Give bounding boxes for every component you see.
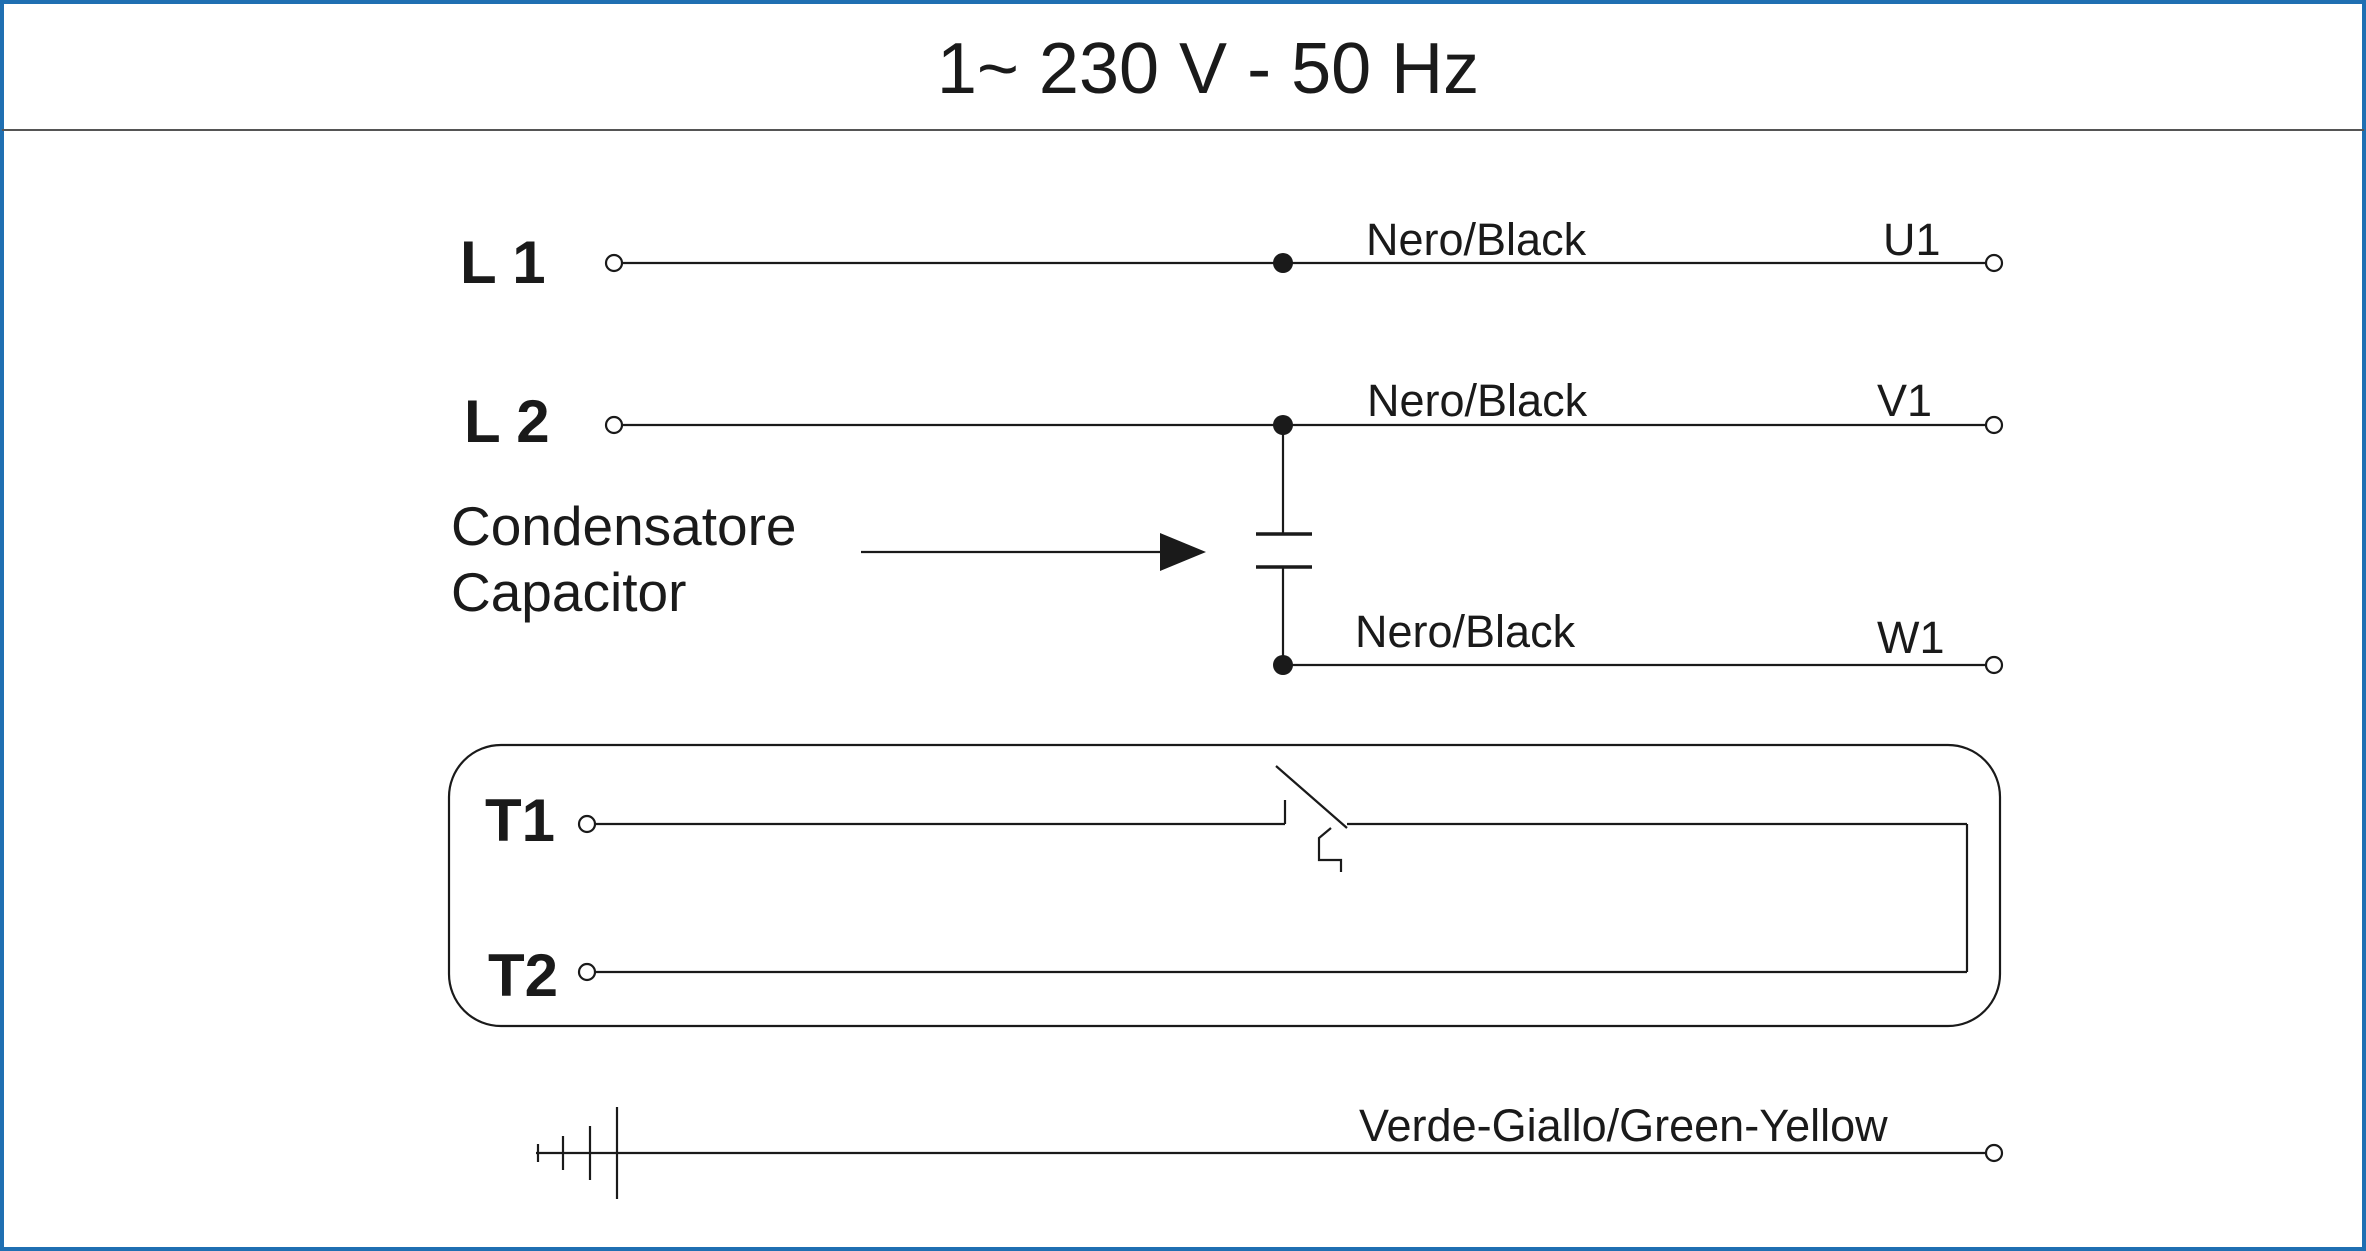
terminal-w1 [1984, 655, 2004, 675]
terminal-l1-label: L 1 [460, 229, 546, 296]
capacitor-label-en: Capacitor [451, 561, 686, 623]
terminal-earth [1984, 1143, 2004, 1163]
terminal-l2 [604, 415, 624, 435]
wire-earth-color: Verde-Giallo/Green-Yellow [1359, 1100, 1888, 1151]
wire-w1-color: Nero/Black [1355, 606, 1576, 657]
capacitor-arrow-head [1160, 533, 1206, 571]
switch-contact [1275, 765, 1348, 829]
terminal-t1-label: T1 [485, 787, 555, 854]
terminal-u1 [1984, 253, 2004, 273]
junction-l1 [1273, 253, 1293, 273]
wire-v1-color: Nero/Black [1367, 375, 1588, 426]
diagram-title: 1~ 230 V - 50 Hz [937, 29, 1479, 109]
thermal-protector-box [447, 743, 2002, 1028]
terminal-l2-label: L 2 [464, 388, 550, 455]
terminal-l1 [604, 253, 624, 273]
wire-u1-color: Nero/Black [1366, 214, 1587, 265]
terminal-t1 [577, 814, 597, 834]
terminal-v1 [1984, 415, 2004, 435]
thermal-actuator-symbol [1317, 827, 1343, 872]
terminal-w1-label: W1 [1877, 612, 1945, 663]
terminal-t2 [577, 962, 597, 982]
terminal-v1-label: V1 [1877, 375, 1932, 426]
terminal-t2-label: T2 [488, 942, 558, 1009]
terminal-u1-label: U1 [1883, 214, 1941, 265]
capacitor-label-it: Condensatore [451, 495, 797, 557]
